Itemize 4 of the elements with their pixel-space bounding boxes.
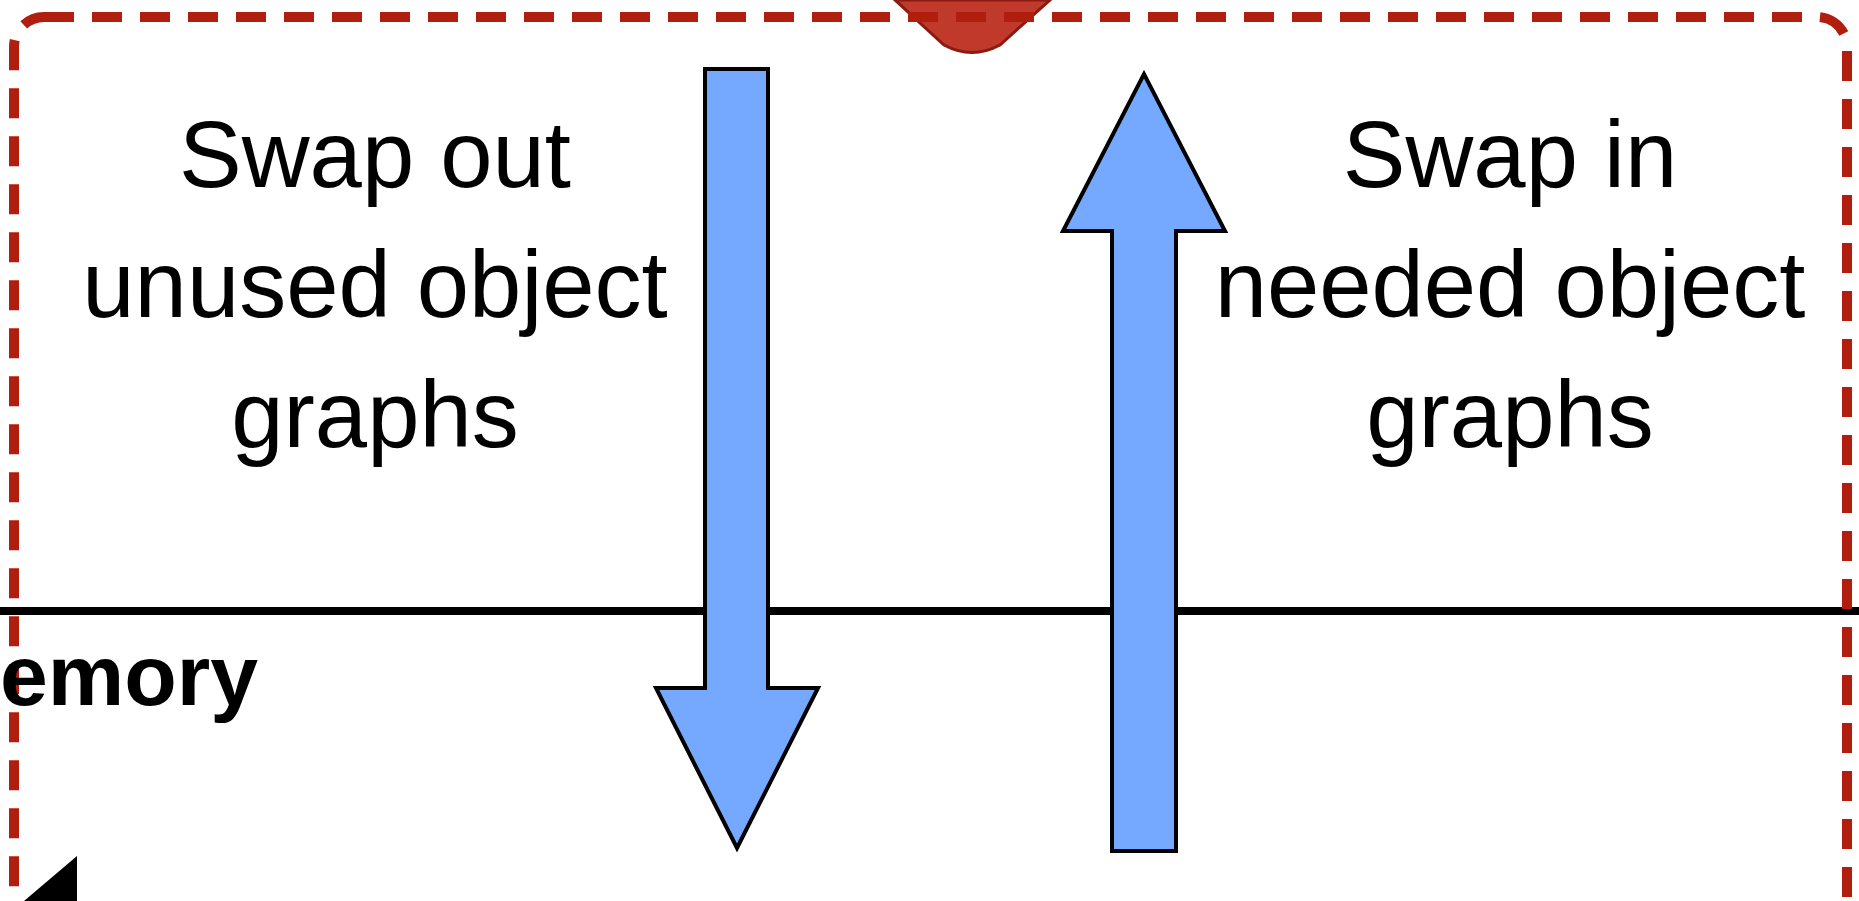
caption-text: Swap out unused object graphs	[81, 101, 669, 469]
caption-text: Swap in needed object graphs	[1213, 101, 1807, 469]
tab-shape	[893, 0, 1052, 54]
region-label: emory	[0, 626, 259, 725]
